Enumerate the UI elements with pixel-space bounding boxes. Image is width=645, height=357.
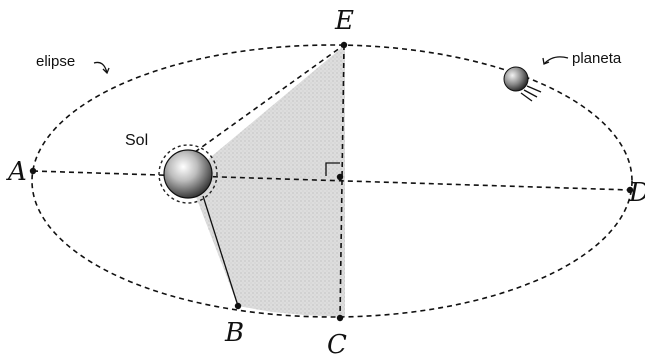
label-d: D — [628, 178, 645, 208]
point-e — [341, 42, 347, 48]
label-e: E — [334, 6, 354, 36]
label-planet: planeta — [572, 50, 622, 67]
label-ellipse: elipse — [36, 53, 75, 70]
point-a — [30, 168, 36, 174]
label-c: C — [327, 330, 347, 357]
swept-area-lower — [188, 176, 345, 317]
label-b: B — [224, 318, 244, 348]
planet-icon — [504, 67, 541, 101]
point-center — [337, 174, 343, 180]
label-sun: Sol — [125, 132, 148, 149]
point-c — [337, 315, 343, 321]
point-b — [235, 303, 241, 309]
label-a: A — [6, 157, 27, 187]
